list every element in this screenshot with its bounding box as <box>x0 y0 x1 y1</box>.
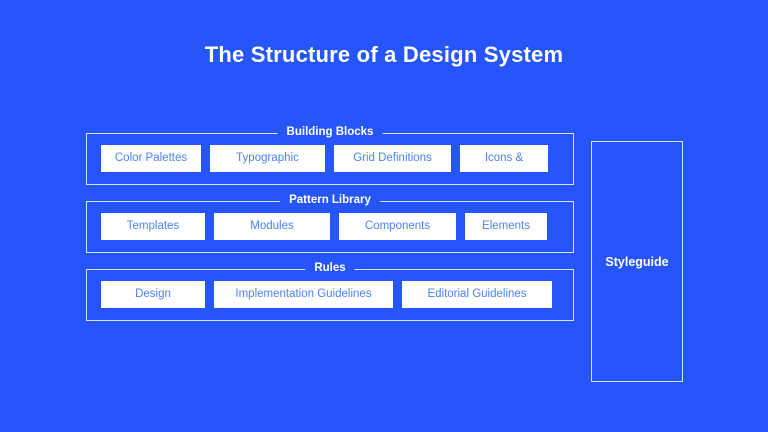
chip-typographic[interactable]: Typographic <box>210 145 325 172</box>
chip-elements[interactable]: Elements <box>465 213 547 240</box>
chip-implementation-guidelines[interactable]: Implementation Guidelines <box>214 281 393 308</box>
page-title: The Structure of a Design System <box>204 42 564 67</box>
group-row-rules: Design Implementation Guidelines Editori… <box>87 281 573 308</box>
chip-editorial-guidelines[interactable]: Editorial Guidelines <box>402 281 552 308</box>
group-legend-pattern-library: Pattern Library <box>280 193 380 207</box>
chip-design[interactable]: Design <box>101 281 205 308</box>
group-row-building-blocks: Color Palettes Typographic Grid Definiti… <box>87 145 573 172</box>
group-building-blocks: Building Blocks Color Palettes Typograph… <box>86 125 574 185</box>
chip-grid-definitions[interactable]: Grid Definitions <box>334 145 451 172</box>
chip-modules[interactable]: Modules <box>214 213 330 240</box>
group-rules: Rules Design Implementation Guidelines E… <box>86 261 574 321</box>
group-row-pattern-library: Templates Modules Components Elements <box>87 213 573 240</box>
group-legend-building-blocks: Building Blocks <box>277 125 383 139</box>
chip-icons[interactable]: Icons & <box>460 145 548 172</box>
group-legend-rules: Rules <box>305 261 355 275</box>
chip-color-palettes[interactable]: Color Palettes <box>101 145 201 172</box>
styleguide-label: Styleguide <box>605 254 669 269</box>
group-pattern-library: Pattern Library Templates Modules Compon… <box>86 193 574 253</box>
styleguide-panel[interactable]: Styleguide <box>591 141 683 382</box>
chip-templates[interactable]: Templates <box>101 213 205 240</box>
chip-components[interactable]: Components <box>339 213 456 240</box>
group-column: Building Blocks Color Palettes Typograph… <box>86 125 574 321</box>
